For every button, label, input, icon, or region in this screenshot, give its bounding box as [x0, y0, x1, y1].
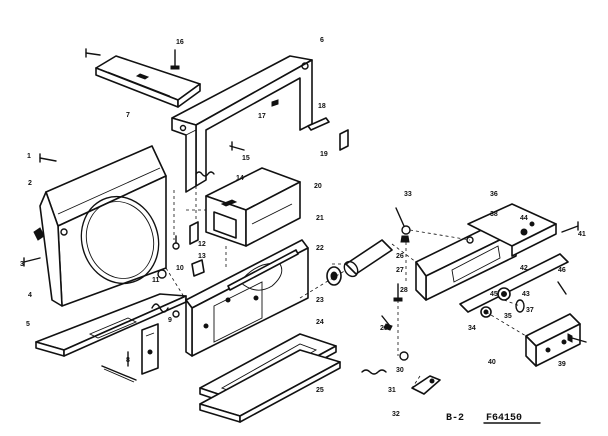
callout-38: 38	[490, 211, 498, 218]
washer-small	[172, 310, 180, 318]
callout-26: 26	[396, 253, 404, 260]
callout-24: 24	[316, 319, 324, 326]
callout-10: 10	[176, 265, 184, 272]
upper-bracket-right	[467, 203, 557, 257]
fan-shroud-housing	[39, 145, 167, 307]
top-cover-plate	[95, 55, 201, 108]
callout-7: 7	[126, 112, 130, 119]
sheet-prefix: B-2	[446, 413, 464, 424]
callout-13: 13	[198, 253, 206, 260]
screw-top-plate	[170, 49, 180, 70]
callout-33: 33	[404, 191, 412, 198]
callout-22: 22	[316, 245, 324, 252]
callout-29: 29	[380, 325, 388, 332]
grommet-small	[157, 269, 167, 279]
clip-shroud-left	[33, 227, 45, 241]
screw-part-39	[567, 333, 587, 343]
callout-3: 3	[20, 261, 24, 268]
screw-part-46	[557, 281, 567, 295]
switch-knob	[172, 235, 180, 250]
screw-center-small	[393, 283, 403, 302]
callout-44: 44	[520, 215, 528, 222]
callout-36: 36	[490, 191, 498, 198]
figure-code-block: B-2 F64150	[446, 413, 541, 424]
callout-20: 20	[314, 183, 322, 190]
callout-6: 6	[320, 37, 324, 44]
callout-35: 35	[504, 313, 512, 320]
shaft-part-35	[459, 253, 569, 313]
callout-30: 30	[396, 367, 404, 374]
mounting-bracket	[141, 323, 159, 375]
control-box	[205, 167, 301, 247]
valve-stem	[395, 207, 411, 243]
lever-arm	[411, 375, 441, 395]
screw-top-left	[85, 48, 101, 58]
rod-part-18	[307, 117, 330, 131]
callout-9: 9	[168, 317, 172, 324]
callout-27: 27	[396, 267, 404, 274]
callout-40: 40	[488, 359, 496, 366]
callout-19: 19	[320, 151, 328, 158]
callout-12: 12	[198, 241, 206, 248]
callout-14: 14	[236, 175, 244, 182]
callout-23: 23	[316, 297, 324, 304]
bearing-part-43	[497, 287, 511, 301]
capacitor-small	[189, 221, 199, 245]
figure-code: F64150	[486, 413, 522, 424]
callout-16: 16	[176, 39, 184, 46]
callout-8: 8	[126, 357, 130, 364]
callout-46: 46	[558, 267, 566, 274]
relay-small	[191, 259, 205, 277]
callout-25: 25	[316, 387, 324, 394]
callout-1: 1	[27, 153, 31, 160]
fan-hub	[326, 266, 342, 286]
screw-shroud-side	[23, 257, 41, 267]
callout-18: 18	[318, 103, 326, 110]
callout-45: 45	[490, 291, 498, 298]
callout-2: 2	[28, 180, 32, 187]
callout-41: 41	[578, 231, 586, 238]
callout-5: 5	[26, 321, 30, 328]
callout-11: 11	[152, 277, 160, 284]
callout-17: 17	[258, 113, 266, 120]
tube-connector	[343, 239, 393, 278]
gasket-strip	[227, 249, 299, 291]
callout-15: 15	[242, 155, 250, 162]
washer-center	[399, 351, 409, 361]
screw-center-2	[381, 315, 393, 331]
pin-part-41	[561, 221, 579, 233]
callout-32: 32	[392, 411, 400, 418]
callout-37: 37	[526, 307, 534, 314]
callout-43: 43	[522, 291, 530, 298]
callout-4: 4	[28, 292, 32, 299]
callout-28: 28	[400, 287, 408, 294]
spring-clip	[151, 303, 169, 313]
spring-center	[361, 369, 387, 375]
callout-21: 21	[316, 215, 324, 222]
bolt-rod	[101, 365, 137, 383]
clip-part-19	[339, 129, 349, 151]
callout-31: 31	[388, 387, 396, 394]
drain-tray-lower	[199, 349, 341, 423]
callout-34: 34	[468, 325, 476, 332]
cabinet-top-shroud	[171, 55, 313, 193]
callout-labels: 1 2 3 4 5 6 7 8 9 10 11 12 13 14 15 16 1…	[20, 37, 586, 418]
spring-part	[195, 171, 215, 177]
screw-part-17	[229, 141, 245, 151]
end-plate-bracket	[525, 313, 581, 367]
collar-part-37	[515, 299, 525, 313]
callout-42: 42	[520, 265, 528, 272]
callout-39: 39	[558, 361, 566, 368]
screw-shroud-top	[39, 153, 57, 163]
assembly-leader-lines	[165, 186, 527, 389]
